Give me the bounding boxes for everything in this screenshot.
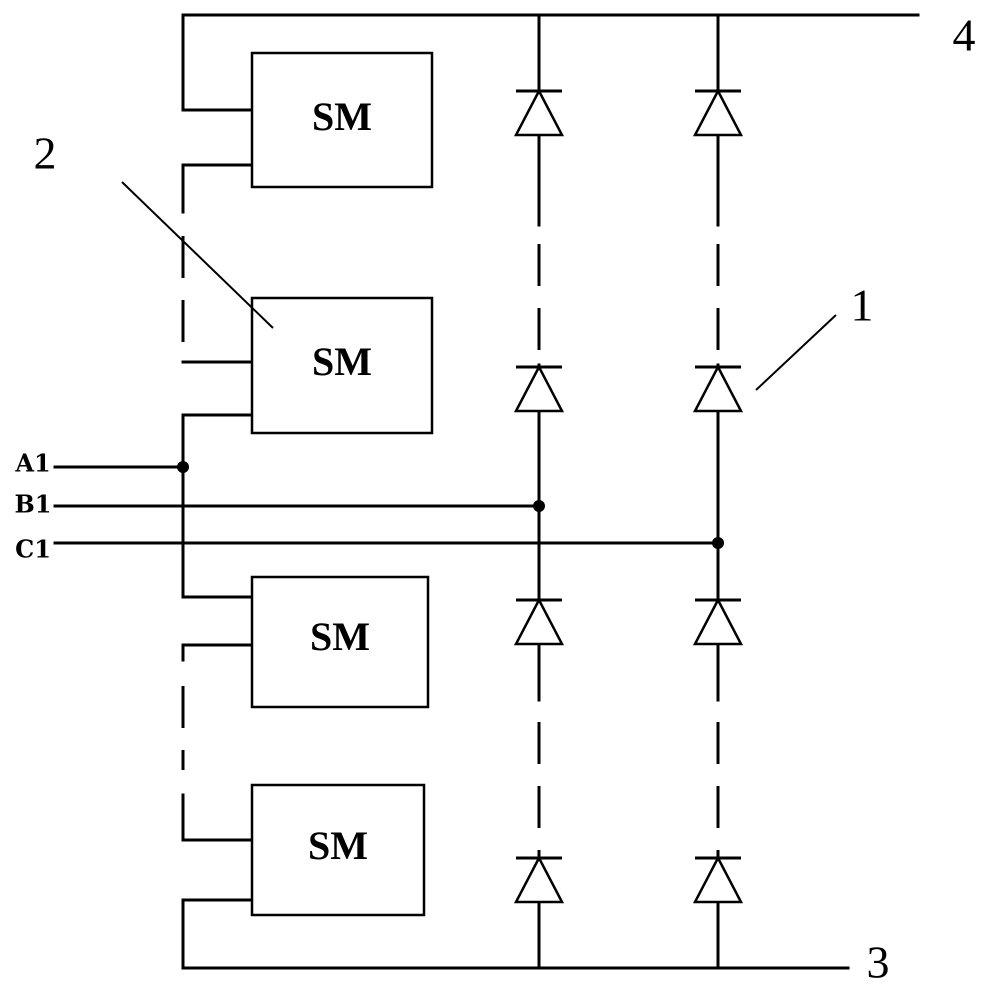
diode <box>692 364 744 413</box>
leader-line-submodule <box>121 181 274 329</box>
ref-label-negative-bus: 3 <box>867 937 890 988</box>
diode <box>513 855 565 904</box>
diode <box>513 364 565 413</box>
submodule-label: SM <box>308 823 368 868</box>
submodule-3: SM <box>250 575 430 709</box>
ref-label-diode: 1 <box>851 280 874 331</box>
junction-b1 <box>533 500 545 512</box>
wire-sm4-to-bus <box>181 898 254 970</box>
diode <box>692 855 744 904</box>
port-label-a1: A1 <box>14 449 50 478</box>
ref-label-positive-bus: 4 <box>953 10 976 61</box>
port-label-c1: C1 <box>15 535 51 564</box>
diode <box>692 88 744 137</box>
wire-sm3-out <box>181 643 254 662</box>
junction-a1 <box>177 461 189 473</box>
submodule-1: SM <box>250 51 434 189</box>
junction-c1 <box>712 537 724 549</box>
wire-bus-to-sm1 <box>181 13 254 112</box>
port-label-b1: B1 <box>15 490 52 519</box>
submodule-2: SM <box>250 296 434 435</box>
submodule-4: SM <box>250 783 426 917</box>
submodule-label: SM <box>312 339 372 384</box>
ref-label-submodule: 2 <box>34 128 57 179</box>
leader-line-diode <box>755 314 837 391</box>
submodule-chain <box>181 13 254 970</box>
diode <box>513 88 565 137</box>
diode <box>692 597 744 646</box>
diode <box>513 597 565 646</box>
wire-sm1-out <box>181 163 254 214</box>
submodule-label: SM <box>312 94 372 139</box>
submodule-label: SM <box>310 614 370 659</box>
wire-sm4-in <box>181 793 254 842</box>
